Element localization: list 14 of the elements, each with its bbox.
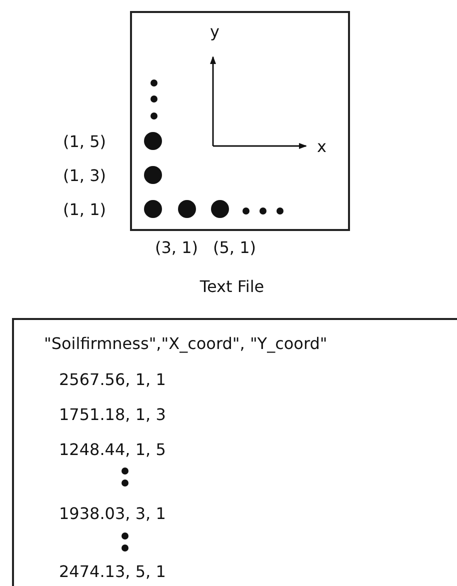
coordinate-label: (1, 5) [63, 132, 106, 152]
axis-label: x [317, 137, 326, 157]
column-header-line: "Soilfirmness","X_coord", "Y_coord" [44, 334, 328, 354]
file-heading: Text File [198, 277, 266, 297]
coordinate-label: (1, 3) [63, 166, 106, 186]
coordinate-label: (1, 1) [63, 200, 106, 220]
data-line: 1938.03, 3, 1 [59, 504, 166, 524]
coordinate-label: (5, 1) [213, 238, 256, 258]
axis-label: y [210, 22, 220, 42]
data-line: 1248.44, 1, 5 [59, 440, 166, 460]
data-line: 2474.13, 5, 1 [59, 562, 166, 582]
data-line: 2567.56, 1, 1 [59, 370, 166, 390]
coordinate-label: (3, 1) [155, 238, 198, 258]
data-line: 1751.18, 1, 3 [59, 405, 166, 425]
